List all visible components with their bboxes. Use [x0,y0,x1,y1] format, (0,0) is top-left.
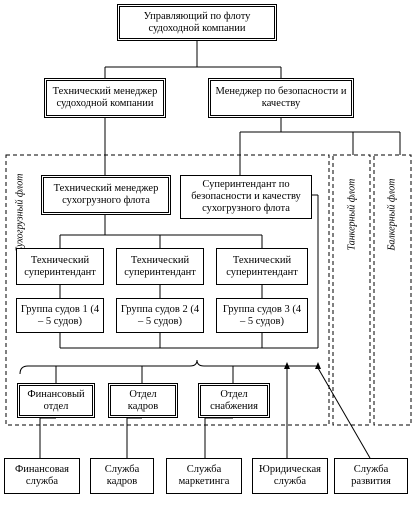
development-service-box: Служба развития [334,458,408,494]
superintendent-3-box: Технический суперинтендант [216,248,308,285]
safety-manager-box: Менеджер по безопасности и качеству [208,78,354,118]
finance-department-box: Финансовый отдел [17,383,95,418]
dry-cargo-fleet-label: Сухогрузный флот [14,173,26,254]
dry-cargo-tech-manager-box: Технический менеджер сухогрузного флота [41,175,171,215]
hr-department-box: Отдел кадров [108,383,178,418]
supply-department-box: Отдел снабжения [198,383,270,418]
legal-service-box: Юридическая служба [252,458,328,494]
finance-service-box: Финансовая служба [4,458,80,494]
vessel-group-3-box: Группа судов 3 (4 – 5 судов) [216,298,308,333]
hr-service-box: Служба кадров [90,458,154,494]
fleet-director-box: Управляющий по флоту судоходной компании [117,4,277,41]
marketing-service-box: Служба маркетинга [166,458,242,494]
superintendent-1-box: Технический суперинтендант [16,248,104,285]
superintendent-2-box: Технический суперинтендант [116,248,204,285]
safety-superintendent-box: Суперинтендант по безопасности и качеств… [180,175,312,219]
vessel-group-2-box: Группа судов 2 (4 – 5 судов) [116,298,204,333]
vessel-group-1-box: Группа судов 1 (4 – 5 судов) [16,298,104,333]
technical-manager-box: Технический менеджер судоходной компании [44,78,166,118]
tanker-fleet-label: Танкерный флот [346,178,358,251]
bulk-fleet-label: Балкерный флот [386,178,398,251]
